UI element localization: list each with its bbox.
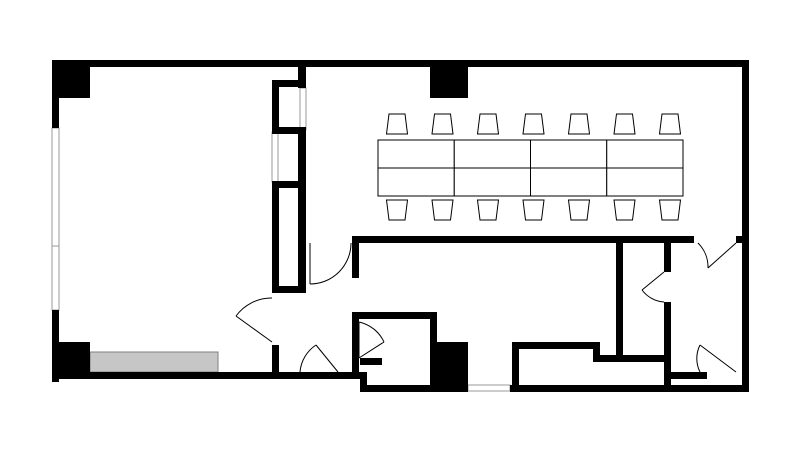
chair — [567, 113, 591, 135]
chair — [431, 113, 454, 135]
wall-closet-west-a — [272, 80, 279, 132]
walls — [52, 60, 749, 392]
chair — [567, 199, 591, 221]
wall-partition-v2 — [593, 342, 600, 362]
wall-north — [52, 60, 749, 67]
wall-closet-west-b — [272, 181, 279, 293]
wall-east-room-bottom — [616, 355, 671, 362]
wall-east-room-b — [664, 236, 671, 272]
wall-closet-bottom — [272, 286, 306, 293]
wall-south-east — [510, 385, 749, 392]
wall-south-west — [52, 372, 362, 379]
wall-partition-h2 — [593, 355, 623, 362]
column-north-center — [430, 60, 468, 98]
window-south — [467, 384, 511, 392]
column-south-center — [430, 342, 468, 392]
chair — [522, 113, 545, 135]
wall-east-room-c — [664, 302, 671, 392]
wall-center-vertical-a — [352, 236, 359, 278]
wall-closet-div1 — [272, 127, 306, 134]
reception-counter — [89, 351, 219, 373]
chair — [522, 199, 545, 221]
window-closet-upper — [299, 87, 307, 131]
window-west-upper — [51, 127, 60, 247]
wall-closet-top-h — [272, 80, 306, 87]
wall-partition-v1 — [512, 342, 519, 392]
wall-center-vertical-b — [352, 312, 359, 379]
wall-partition-h1 — [512, 342, 600, 349]
chair — [613, 199, 636, 221]
columns — [52, 60, 468, 392]
wall-office-door-jamb — [360, 358, 382, 365]
door-east-room-bottom[interactable] — [696, 344, 737, 373]
window-closet-mid — [271, 131, 279, 183]
door-lobby-south[interactable] — [299, 344, 339, 373]
chair — [658, 113, 682, 135]
chair — [431, 199, 454, 221]
column-southwest — [52, 342, 90, 379]
wall-office-top — [352, 312, 436, 319]
chair — [476, 113, 500, 135]
window-west-lower — [51, 245, 60, 311]
door-east-room-top[interactable] — [697, 242, 737, 269]
door-small-office[interactable] — [358, 321, 385, 359]
wall-closet-east — [298, 130, 306, 293]
wall-south-center — [360, 385, 468, 392]
conference-chairs — [385, 113, 682, 221]
chair — [658, 199, 682, 221]
wall-conference-south — [352, 236, 694, 243]
chair — [385, 199, 409, 221]
door-lobby-west[interactable] — [235, 297, 273, 343]
wall-east-room-bottom-right — [671, 372, 707, 379]
chair — [476, 199, 500, 221]
wall-closet-top — [298, 60, 306, 88]
door-closet[interactable] — [309, 242, 352, 285]
chair — [613, 113, 636, 135]
wall-corridor-west — [272, 345, 279, 379]
door-east-room-west[interactable] — [641, 271, 665, 303]
conference-tables — [377, 139, 684, 197]
wall-closet-div2 — [272, 181, 306, 188]
chair — [385, 113, 409, 135]
wall-conference-south-end — [736, 236, 749, 243]
wall-south-step — [360, 372, 367, 392]
wall-east-room-a — [616, 236, 623, 362]
doors — [235, 242, 737, 373]
wall-east — [742, 60, 749, 392]
column-northwest — [52, 60, 90, 98]
